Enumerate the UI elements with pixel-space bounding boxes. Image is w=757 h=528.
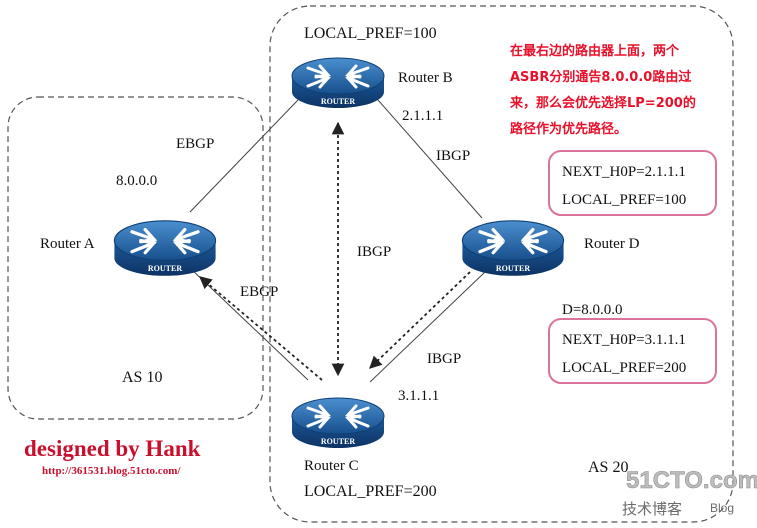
ebgp-label-bottom: EBGP	[240, 284, 278, 300]
router-b-address: 2.1.1.1	[402, 108, 443, 124]
ibgp-label-bd: IBGP	[436, 148, 470, 164]
ebgp-c-a-arrow	[199, 276, 323, 381]
note-line-2: ASBR分别通告8.0.0.0路由过	[510, 69, 691, 85]
route-box-upper	[548, 150, 717, 216]
router-b-badge: ROUTER	[321, 97, 355, 106]
route-box-upper-nexthop: NEXT_H0P=2.1.1.1	[562, 164, 686, 180]
credit-url: http://361531.blog.51cto.com/	[42, 465, 181, 477]
router-d-badge: ROUTER	[496, 264, 530, 273]
router-d-name: Router D	[584, 236, 640, 252]
note-line-3: 来，那么会优先选择LP=200的	[509, 95, 696, 111]
ebgp-label-top: EBGP	[176, 136, 214, 152]
route-prefix-d: D=8.0.0.0	[562, 302, 623, 318]
router-c-name: Router C	[304, 458, 359, 474]
router-c: ROUTER	[290, 396, 386, 450]
router-b: ROUTER	[290, 56, 386, 110]
watermark-blog: Blog	[710, 501, 734, 515]
as20-boundary	[269, 5, 734, 523]
as10-label: AS 10	[122, 369, 162, 386]
route-box-lower-nexthop: NEXT_H0P=3.1.1.1	[562, 332, 686, 348]
as10-boundary	[7, 96, 264, 420]
router-a: ROUTER	[112, 219, 218, 278]
router-c-badge: ROUTER	[321, 437, 355, 446]
route-box-lower	[548, 318, 717, 384]
note-line-1: 在最右边的路由器上面，两个	[510, 43, 680, 59]
chinese-note: 在最右边的路由器上面，两个 ASBR分别通告8.0.0.0路由过 来，那么会优先…	[509, 43, 696, 137]
watermark-brand: 51CTO.com	[626, 467, 757, 494]
ibgp-label-cd: IBGP	[427, 351, 461, 367]
router-c-address: 3.1.1.1	[398, 388, 439, 404]
credit-title: designed by Hank	[24, 436, 201, 461]
link-a-b	[189, 99, 299, 213]
note-line-4: 路径作为优先路径。	[510, 121, 627, 137]
route-box-lower-localpref: LOCAL_PREF=200	[562, 360, 686, 376]
link-c-d	[369, 271, 486, 383]
router-b-local-pref: LOCAL_PREF=100	[304, 25, 437, 42]
route-box-upper-localpref: LOCAL_PREF=100	[562, 192, 686, 208]
ibgp-d-c-arrow	[369, 271, 471, 369]
router-a-badge: ROUTER	[148, 264, 182, 273]
prefix-label: 8.0.0.0	[116, 173, 157, 189]
router-d: ROUTER	[460, 219, 566, 278]
router-c-local-pref: LOCAL_PREF=200	[304, 483, 437, 500]
router-a-name: Router A	[40, 236, 95, 252]
site-watermark: 51CTO.com 技术博客 Blog	[622, 467, 757, 518]
as20-label: AS 20	[588, 459, 628, 476]
watermark-sub: 技术博客	[622, 500, 682, 518]
ibgp-label-bc: IBGP	[357, 244, 391, 260]
router-b-name: Router B	[398, 70, 453, 86]
link-b-d	[377, 99, 483, 219]
